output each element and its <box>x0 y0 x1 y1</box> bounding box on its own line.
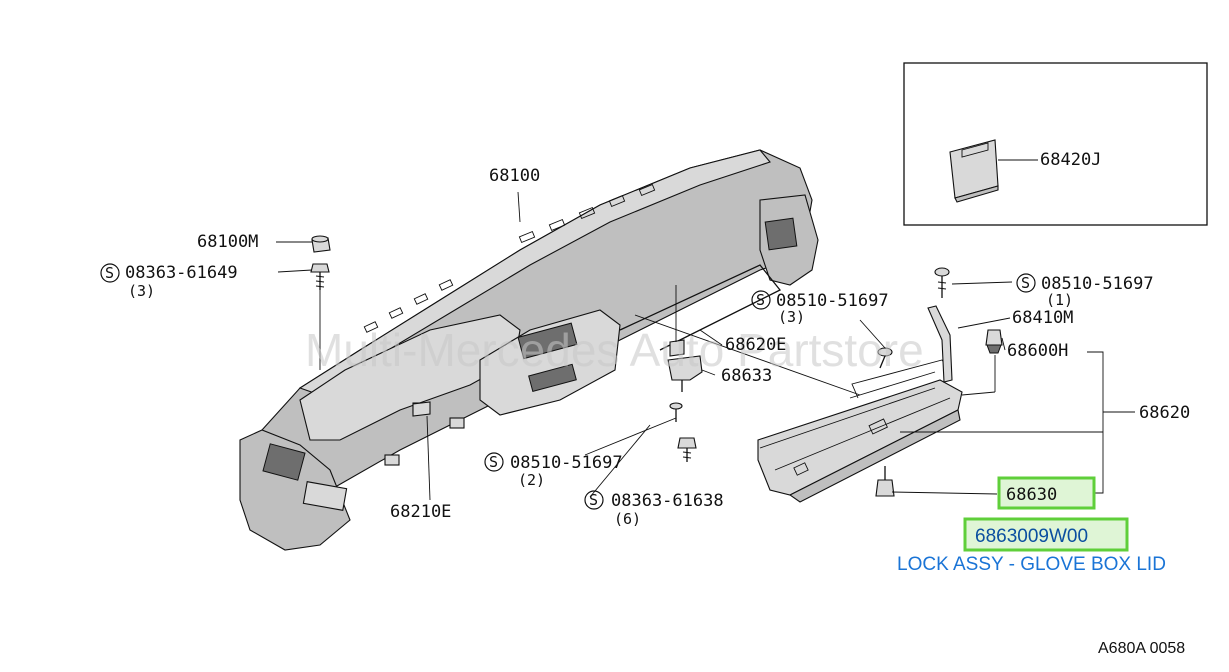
qty-08510-51697-2: (2) <box>518 471 545 489</box>
label-68210E: 68210E <box>390 502 451 522</box>
qty-08363-61638: (6) <box>614 510 641 528</box>
label-68633: 68633 <box>721 366 772 386</box>
part-number-box[interactable] <box>963 517 1129 552</box>
highlighted-part[interactable]: 68630 6863009W00 LOCK ASSY - GLOVE BOX L… <box>897 476 1166 575</box>
label-68620: 68620 <box>1139 403 1190 423</box>
part-number[interactable]: 6863009W00 <box>975 526 1088 547</box>
label-68420J: 68420J <box>1040 150 1101 170</box>
screw-symbol-letter-2: S <box>489 453 498 471</box>
reference-code: A680A 0058 <box>1098 640 1185 657</box>
watermark: Multi-Mercedes Auto Partstore <box>305 324 924 376</box>
screw-symbol-letter-3: S <box>589 491 598 509</box>
screw-symbol-3 <box>584 490 604 510</box>
screw-08363-61638 <box>677 437 697 462</box>
screw-08510-51697-qty3 <box>877 347 893 369</box>
label-08363-61649: 08363-61649 <box>125 263 238 283</box>
screw-08510-51697-qty2 <box>669 402 683 422</box>
screw-08510-51697-qty1 <box>934 267 950 298</box>
part-68633-bracket <box>667 355 703 392</box>
screw-symbol-letter-4: S <box>756 291 765 309</box>
part-68210E-clip <box>412 401 431 417</box>
inset-frame <box>903 62 1208 226</box>
glovebox-lid <box>757 359 963 503</box>
label-68100M: 68100M <box>197 232 258 252</box>
defrost-vents <box>363 184 656 333</box>
screw-symbol-letter-5: S <box>1021 274 1030 292</box>
screw-symbol-letter-1: S <box>105 264 114 282</box>
label-68410M: 68410M <box>1012 308 1073 328</box>
label-68630[interactable]: 68630 <box>1006 485 1057 505</box>
label-08363-61638: 08363-61638 <box>611 491 724 511</box>
part-68420J-cover <box>949 139 999 203</box>
screw-symbol-2 <box>484 452 504 472</box>
highlight-box-68630[interactable] <box>997 476 1096 510</box>
part-68620E-clip <box>669 339 685 357</box>
label-68600H: 68600H <box>1007 341 1068 361</box>
qty-08363-61649: (3) <box>128 282 155 300</box>
screw-symbol-1 <box>100 263 120 283</box>
label-08510-51697-qty1: 08510-51697 <box>1041 274 1154 294</box>
screw-08363-61649 <box>310 263 330 290</box>
part-68410M-strap <box>927 305 953 383</box>
screw-symbol-5 <box>1016 273 1036 293</box>
qty-08510-51697-3: (3) <box>778 308 805 326</box>
callout-labels: 68100 68100M S 08363-61649 (3) 68210E S … <box>100 150 1190 528</box>
qty-08510-51697-1: (1) <box>1046 291 1073 309</box>
part-68600H-bumper <box>985 329 1003 354</box>
label-08510-51697-qty3: 08510-51697 <box>776 291 889 311</box>
part-68630-lock <box>875 466 895 497</box>
leader-lines <box>276 159 1135 501</box>
dashboard-assembly <box>239 149 819 551</box>
screw-symbol-4 <box>751 290 771 310</box>
label-08510-51697-qty2: 08510-51697 <box>510 453 623 473</box>
label-68100: 68100 <box>489 166 540 186</box>
label-68620E: 68620E <box>725 335 786 355</box>
part-description[interactable]: LOCK ASSY - GLOVE BOX LID <box>897 554 1166 575</box>
part-68100M-cap <box>311 235 331 253</box>
